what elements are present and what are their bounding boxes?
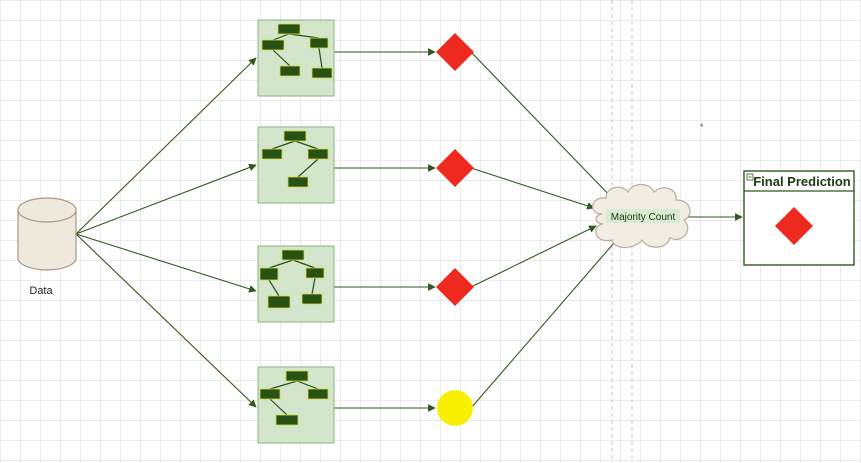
tree-panel-2[interactable] xyxy=(257,126,335,204)
tree-node xyxy=(309,37,329,49)
edge-output-2-to-majority xyxy=(470,167,595,210)
tree-node xyxy=(285,370,309,382)
tree-link xyxy=(318,47,323,69)
tree-node xyxy=(279,65,301,77)
data-label: Data xyxy=(29,285,53,297)
tree-node xyxy=(267,295,291,309)
tree-node xyxy=(261,148,283,160)
edge-data-to-tree-3 xyxy=(75,233,257,293)
decision-trees xyxy=(257,19,335,444)
tree-link xyxy=(272,49,291,67)
tree-link xyxy=(271,140,296,150)
tree-panel-3[interactable] xyxy=(257,245,335,323)
final-prediction-diamond-icon xyxy=(775,207,813,245)
tree-3-output-diamond-icon xyxy=(436,268,474,306)
stray-mark: * xyxy=(700,122,704,132)
tree-4-output-circle-icon xyxy=(437,390,473,426)
tree-2-output-diamond-icon xyxy=(436,149,474,187)
edge-data-to-tree-1 xyxy=(75,57,257,235)
tree-link xyxy=(272,33,290,41)
final-prediction-title: Final Prediction xyxy=(753,174,851,189)
tree-node xyxy=(283,130,307,142)
edge-output-4-to-majority xyxy=(470,235,621,409)
edge-data-to-tree-4 xyxy=(75,233,257,408)
tree-link xyxy=(269,398,288,416)
tree-node xyxy=(275,414,299,426)
tree-node xyxy=(307,388,329,400)
edge-data-to-tree-2 xyxy=(75,163,257,235)
tree-node xyxy=(259,388,281,400)
tree-panel-1[interactable] xyxy=(257,19,335,97)
tree-node xyxy=(287,176,309,188)
edge-output-3-to-majority xyxy=(470,225,597,288)
tree-link xyxy=(296,380,319,390)
collapse-icon[interactable] xyxy=(746,173,754,181)
data-cylinder-icon[interactable] xyxy=(17,197,77,271)
edge-output-1-to-majority xyxy=(470,51,615,201)
tree-node xyxy=(281,249,305,261)
tree-node xyxy=(301,293,323,305)
tree-outputs xyxy=(436,33,474,426)
tree-link xyxy=(269,380,298,390)
tree-1-output-diamond-icon xyxy=(436,33,474,71)
tree-node xyxy=(311,67,333,79)
tree-link xyxy=(297,158,319,178)
tree-link xyxy=(294,140,319,150)
edges xyxy=(75,48,743,412)
tree-link xyxy=(292,259,316,269)
tree-panel-4[interactable] xyxy=(257,366,335,444)
majority-count-cloud-icon[interactable] xyxy=(592,183,691,249)
tree-node xyxy=(305,267,325,279)
tree-node xyxy=(307,148,329,160)
tree-node xyxy=(277,23,301,35)
tree-node xyxy=(261,39,285,51)
tree-link xyxy=(288,33,320,39)
tree-node xyxy=(259,267,279,281)
tree-link xyxy=(311,277,316,295)
tree-link xyxy=(268,279,280,297)
majority-count-label: Majority Count xyxy=(611,212,676,223)
tree-link xyxy=(268,259,294,269)
